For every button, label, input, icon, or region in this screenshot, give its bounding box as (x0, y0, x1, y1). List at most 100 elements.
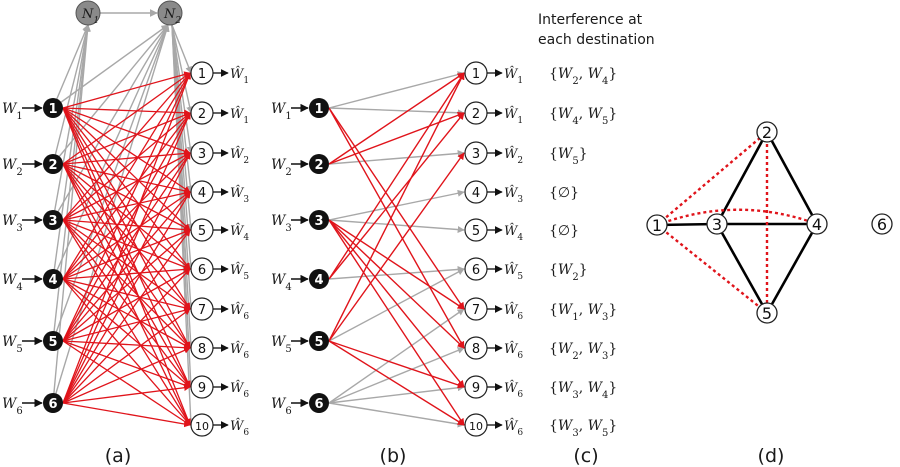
caption-b: (b) (380, 445, 407, 467)
source-to-n1-edge (52, 24, 89, 109)
source-message-label: W1 (2, 101, 23, 122)
direct-red-edge (62, 72, 191, 221)
n2-to-destination-edge (171, 24, 194, 114)
source-to-n1-edge (52, 24, 91, 342)
direct-red-edge (62, 107, 191, 155)
direct-red-edge (62, 107, 191, 231)
interference-set-4: {∅} (549, 185, 579, 201)
destination-decoded-label: Ŵ3 (230, 185, 249, 205)
destination-node-label: 8 (198, 342, 206, 357)
destination-node-label: 4 (472, 186, 480, 201)
relay-node-1 (75, 0, 101, 26)
graph-node-5 (756, 302, 778, 324)
panel-b-gray-edge (328, 150, 465, 165)
panel-b-gray-edge (328, 265, 465, 280)
destination-node-label: 10 (469, 420, 483, 433)
panel-b-red-edge (328, 219, 465, 426)
destination-decoded-label: Ŵ6 (504, 418, 523, 438)
interference-set-3: {W5} (549, 146, 588, 167)
direct-red-edge (62, 112, 191, 165)
panel-b-red-edge (328, 111, 465, 165)
destination-node-label: 5 (198, 224, 206, 239)
source-to-n2-edge (52, 24, 169, 221)
direct-red-edge (62, 229, 191, 342)
relay-label-1: N1 (81, 7, 99, 26)
direct-red-edge (62, 107, 191, 193)
panel-c: Interference at each destination {W2, W4… (538, 12, 655, 439)
source-message-label: W4 (2, 272, 23, 293)
destination-decoded-label: Ŵ6 (504, 380, 523, 400)
destination-node-label: 6 (472, 263, 480, 278)
panel-b-red-edge (328, 152, 465, 342)
destination-decoded-label: Ŵ3 (504, 185, 523, 205)
panel-b-gray-edge (328, 402, 465, 428)
source-node-label: 5 (48, 335, 57, 350)
panel-b-red-edge (328, 112, 465, 280)
source-node-1 (309, 98, 329, 118)
interference-set-7: {W1, W3} (549, 302, 617, 323)
panel-b-gray-edge (328, 347, 465, 404)
panel-b-gray-edge (328, 71, 465, 109)
destination-node-label: 9 (198, 381, 206, 396)
destination-node-label: 6 (198, 263, 206, 278)
source-to-n2-edge (52, 24, 170, 404)
panel-b-red-edge (328, 72, 465, 280)
graph-node-label-2: 2 (762, 123, 772, 142)
relay-label-2: N2 (163, 7, 181, 26)
graph-node-6 (871, 213, 893, 235)
panel-b-gray-edge (328, 219, 465, 234)
source-to-n2-edge (52, 24, 169, 280)
solid-edge-3-5 (715, 223, 769, 314)
dotted-edge-1-2 (656, 131, 768, 226)
source-node-label: 6 (48, 397, 57, 412)
destination-node-label: 2 (472, 107, 480, 122)
destination-decoded-label: Ŵ6 (504, 302, 523, 322)
direct-red-edge (62, 268, 191, 342)
direct-red-edge (62, 268, 191, 404)
source-node-2 (309, 154, 329, 174)
direct-red-edge (62, 163, 191, 388)
direct-red-edge (62, 112, 191, 404)
graph-node-label-4: 4 (812, 215, 822, 234)
caption-c: (c) (573, 445, 598, 467)
direct-red-edge (62, 152, 191, 404)
panel-b-gray-edge (328, 107, 465, 117)
source-node-label: 3 (48, 214, 57, 229)
direct-red-edge (62, 307, 191, 342)
direct-red-edge (62, 308, 191, 404)
direct-red-edge (62, 72, 191, 342)
panel-b-edges (328, 71, 465, 428)
source-to-n1-edge (52, 24, 91, 280)
direct-red-edge (62, 72, 191, 280)
destination-node-label: 10 (195, 420, 209, 433)
source-message-label: W5 (2, 334, 23, 355)
destination-decoded-label: Ŵ1 (230, 66, 249, 86)
direct-red-edge (62, 266, 191, 280)
n2-to-destination-edge (171, 24, 194, 154)
source-node-label: 4 (48, 273, 57, 288)
source-node-6 (43, 393, 63, 413)
graph-node-label-3: 3 (712, 215, 722, 234)
source-message-label: W3 (271, 213, 292, 234)
direct-red-edge (62, 152, 191, 342)
direct-red-edge (62, 112, 191, 280)
graph-node-2 (756, 121, 778, 143)
panel-b-red-edge (328, 340, 465, 426)
source-message-label: W2 (271, 157, 292, 178)
source-node-label: 5 (314, 335, 323, 350)
destination-decoded-label: Ŵ5 (504, 262, 523, 282)
interference-set-9: {W3, W4} (549, 380, 617, 401)
destination-decoded-label: Ŵ6 (230, 302, 249, 322)
direct-red-edge (62, 278, 191, 349)
direct-red-edge (62, 340, 191, 351)
destination-decoded-label: Ŵ6 (504, 341, 523, 361)
direct-red-edge (62, 219, 191, 349)
interference-sets: {W2, W4}{W4, W5}{W5}{∅}{∅}{W2}{W1, W3}{W… (549, 66, 617, 439)
panel-b-red-edge (328, 72, 465, 165)
destination-node-label: 7 (472, 303, 480, 318)
source-node-5 (43, 331, 63, 351)
destination-node-label: 3 (472, 147, 480, 162)
destination-node-label: 4 (198, 186, 206, 201)
direct-red-edge (62, 229, 191, 280)
direct-red-edge (62, 150, 191, 165)
